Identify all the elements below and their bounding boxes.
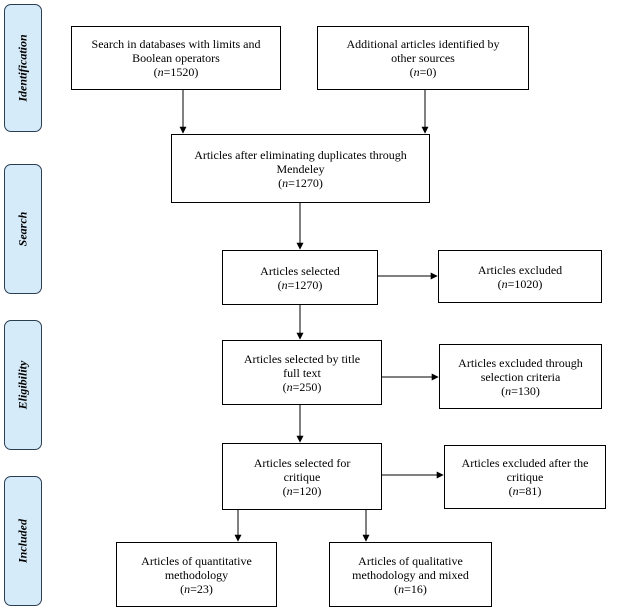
box-additional-articles: Additional articles identified by other …	[317, 26, 529, 90]
box-line: Additional articles identified by	[346, 37, 500, 51]
box-line: Articles after eliminating duplicates th…	[194, 147, 407, 162]
box-line: Mendeley	[276, 161, 325, 176]
box-duplicates-removed: Articles after eliminating duplicates th…	[171, 134, 430, 203]
box-count: (n=1270)	[278, 175, 323, 190]
box-line: Articles of qualitative	[358, 553, 463, 568]
box-count: (n=1020)	[497, 276, 543, 291]
box-line: Articles selected by title	[243, 351, 361, 366]
box-articles-selected: Articles selected (n=1270)	[222, 250, 378, 305]
stage-search: Search	[4, 164, 42, 294]
box-qualitative-mixed: Articles of qualitative methodology and …	[329, 542, 492, 607]
box-quantitative: Articles of quantitative methodology (n=…	[116, 542, 277, 607]
box-count: (n=120)	[282, 483, 322, 498]
box-line: Articles excluded through	[458, 355, 583, 370]
box-articles-excluded: Articles excluded (n=1020)	[438, 250, 602, 303]
box-line: critique	[283, 469, 321, 484]
stage-included: Included	[4, 476, 42, 606]
box-count: (n=250)	[282, 379, 322, 394]
box-selected-for-critique: Articles selected for critique (n=120)	[222, 443, 382, 510]
box-line: Articles selected for	[253, 455, 351, 470]
box-line: methodology	[164, 567, 229, 582]
box-line: full text	[283, 365, 321, 380]
box-line: Articles of quantitative	[141, 553, 252, 568]
stage-identification: Identification	[4, 4, 42, 132]
box-line: critique	[506, 470, 544, 484]
box-line: Search in databases with limits and	[91, 37, 261, 51]
box-count: (n=16)	[394, 581, 427, 596]
box-excluded-selection-criteria: Articles excluded through selection crit…	[439, 344, 602, 409]
box-count: (n=1520)	[153, 65, 199, 79]
box-line: Articles excluded after the	[461, 456, 589, 470]
box-line: selection criteria	[480, 369, 561, 384]
box-line: other sources	[391, 51, 455, 65]
box-count: (n=81)	[508, 484, 542, 498]
box-selected-by-title: Articles selected by title full text (n=…	[222, 340, 382, 405]
box-line: methodology and mixed	[352, 567, 469, 582]
box-count: (n=0)	[409, 65, 437, 79]
box-count: (n=1270)	[277, 277, 323, 292]
box-excluded-after-critique: Articles excluded after the critique (n=…	[444, 445, 606, 509]
box-count: (n=23)	[180, 581, 213, 596]
box-database-search: Search in databases with limits and Bool…	[71, 26, 281, 90]
box-line: Articles selected	[260, 263, 340, 278]
box-line: Articles excluded	[477, 262, 563, 277]
box-line: Boolean operators	[132, 51, 220, 65]
stage-eligibility: Eligibility	[4, 320, 42, 450]
box-count: (n=130)	[501, 383, 540, 398]
